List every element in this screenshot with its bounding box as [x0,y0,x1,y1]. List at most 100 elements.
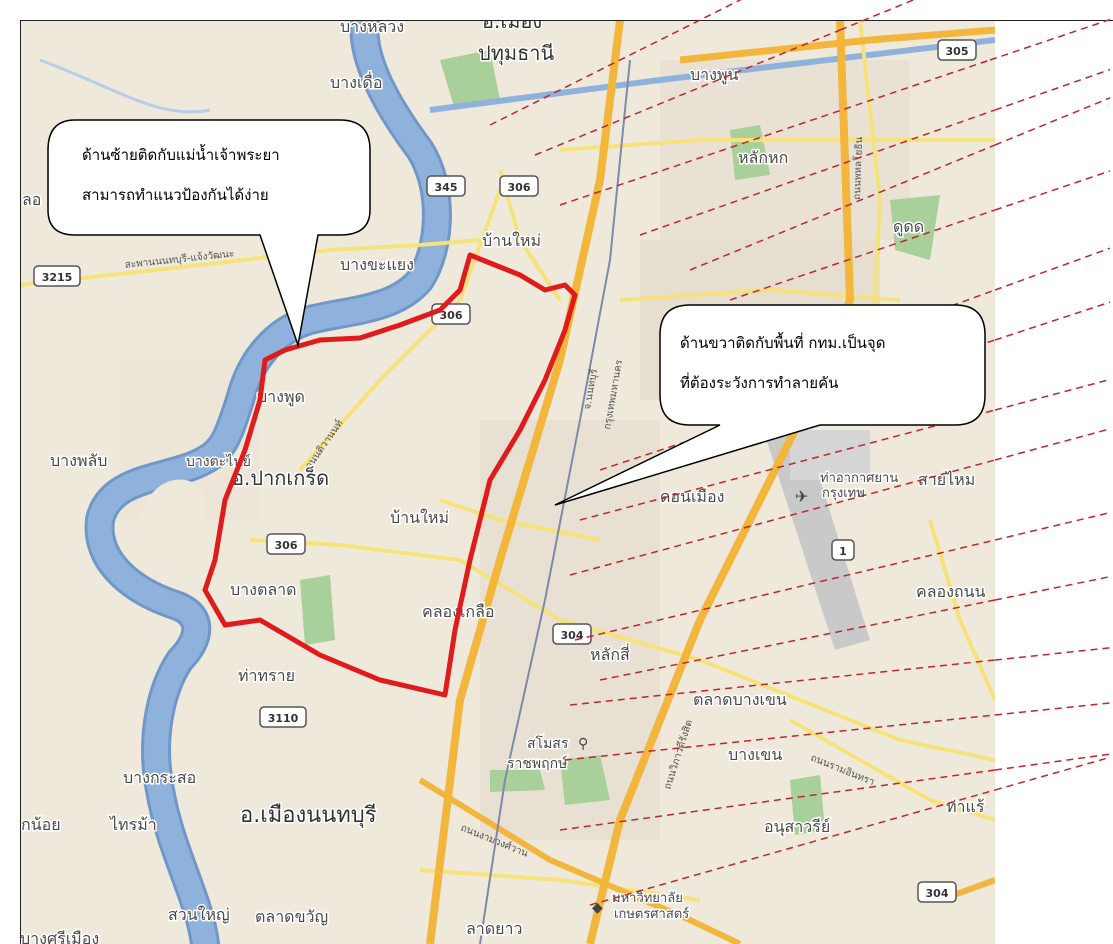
route-shield-306: 306 [431,303,471,325]
shield-number: 3215 [42,271,73,284]
hatch-line [639,109,995,236]
place-label-lat-yao: ลาดยาว [466,919,523,938]
hatch-line-margin [994,247,1111,291]
hatch-line-margin [989,18,1111,61]
place-label-bang-phlap: บางพลับ [50,451,107,470]
road [298,189,502,472]
callout-left: ด้านซ้ายติดกับแม่น้ำเจ้าพระยา สามารถทำแน… [47,119,371,348]
hatch-line-margin [994,68,1111,111]
place-label-airport2: กรุงเทพ [822,486,865,501]
place-label-airport: ท่าอากาศยาน [820,471,898,486]
place-label-bang-khen: บางเขน [728,745,782,764]
road [249,538,995,762]
shield-number: 304 [926,887,949,900]
flood-dyke-boundary [202,252,578,698]
place-label-talat-bang-khen: ตลาดบางเขน [693,690,787,709]
place-label-amphoe-pak-kret: อ.ปากเกร็ด [232,465,329,490]
hatch-line-margin [994,753,1111,771]
hatch-line [939,289,995,311]
canal [39,58,211,114]
shield-box [831,539,855,561]
road [21,238,481,287]
expressway [679,26,995,64]
place-label-talat-khwan: ตลาดขวัญ [255,907,328,926]
hatch-line-margin [994,378,1111,411]
hatched-area-margin [639,0,1111,791]
hatch-line [559,769,995,831]
place-label-khlo: ลอ [22,190,41,209]
place-label-don-mueang: ดอนเมือง [660,487,724,506]
park [440,50,500,110]
place-label-ban-mai-c: บ้านใหม่ [390,508,449,527]
shield-number: 3110 [268,712,299,725]
shield-box [937,39,977,61]
shield-box [266,533,306,555]
place-label-ban-mai-n: บ้านใหม่ [482,231,541,250]
hatch-line-margin [639,0,742,51]
shield-box [426,175,466,197]
hatch-line-margin [994,702,1111,716]
airport-icon: ✈ [795,487,808,506]
chao-phraya-river [87,21,449,944]
hatch-line-margin [994,428,1111,461]
place-label-sai-mai: สายไหม [918,470,975,489]
place-label-don-mueang-district: ดูดด [893,217,924,237]
park-icon: ⚲ [578,736,588,752]
shield-box [33,265,81,287]
place-label-tha-raeng: ท่าแร้ [946,797,985,816]
place-label-bang-si-mueang: บางศรีเมือง [20,929,99,944]
hatch-line [729,209,995,301]
place-label-amphoe-mueang-nonthaburi: อ.เมืองนนทบุรี [240,803,377,828]
shield-number: 306 [275,539,298,552]
shield-number: 345 [435,181,458,194]
place-label-sai-ma: ไทรม้า [108,815,157,834]
place-label-lak-si: หลักสี่ [590,643,630,664]
hatch-line-margin [994,170,1111,211]
park [790,775,825,835]
railway [479,59,631,944]
road [619,287,901,302]
route-shield-3215: 3215 [33,265,81,287]
hatch-line-margin [994,575,1111,601]
place-label-kasetsart: มหาวิทยาลัย [612,891,683,906]
callout-left-line2: สามารถทำแนวป้องกันได้ง่าย [82,186,269,204]
place-label-suan-yai: สวนใหญ่ [168,905,230,924]
callout-bubble [554,304,986,506]
park [490,770,545,792]
road-label: ถนนพหลโยธิน [850,136,865,200]
airport-apron [790,430,870,480]
place-label-pathum-thani: ปทุมธานี [478,41,555,66]
place-label-bang-phut: บางพูด [257,387,305,407]
route-shield-304: 304 [917,881,957,903]
route-shield-304: 304 [552,623,592,645]
hatch-line-margin [994,647,1111,661]
hatch-line [534,29,841,156]
road [419,868,701,902]
hatch-line-margin [839,0,916,31]
shield-number: 304 [561,629,584,642]
callout-right-line2: ที่ต้องระวังการทำลายคัน [680,372,838,392]
place-label-bang-talat: บางตลาด [230,580,297,599]
callout-bubble [47,119,371,348]
hatch-line-margin [994,511,1111,541]
callout-right-line1: ด้านขวาติดกับพื้นที่ กทม.เป็นจุด [680,332,885,353]
hatch-line [569,459,995,576]
place-label-bang-tanai: บางตะไนย์ [186,453,251,470]
university-icon: ◆ [592,900,603,916]
hatch-line [559,59,991,206]
place-label-ratchaphruek: ราชพฤกษ์ [507,755,568,772]
shield-number: 1 [839,545,847,558]
route-shield-3110: 3110 [259,706,307,728]
canal [429,37,995,113]
place-label-bang-khayaeng: บางขะแยง [340,255,414,274]
shield-box [499,175,539,197]
airport-runway [760,415,870,650]
hatched-area [489,29,995,906]
park [890,195,940,260]
road [789,718,995,822]
place-label-anusawari: อนุสาวรีย์ [764,817,830,837]
shield-number: 306 [508,181,531,194]
hatch-line-margin [994,97,1111,146]
shield-box [917,881,957,903]
